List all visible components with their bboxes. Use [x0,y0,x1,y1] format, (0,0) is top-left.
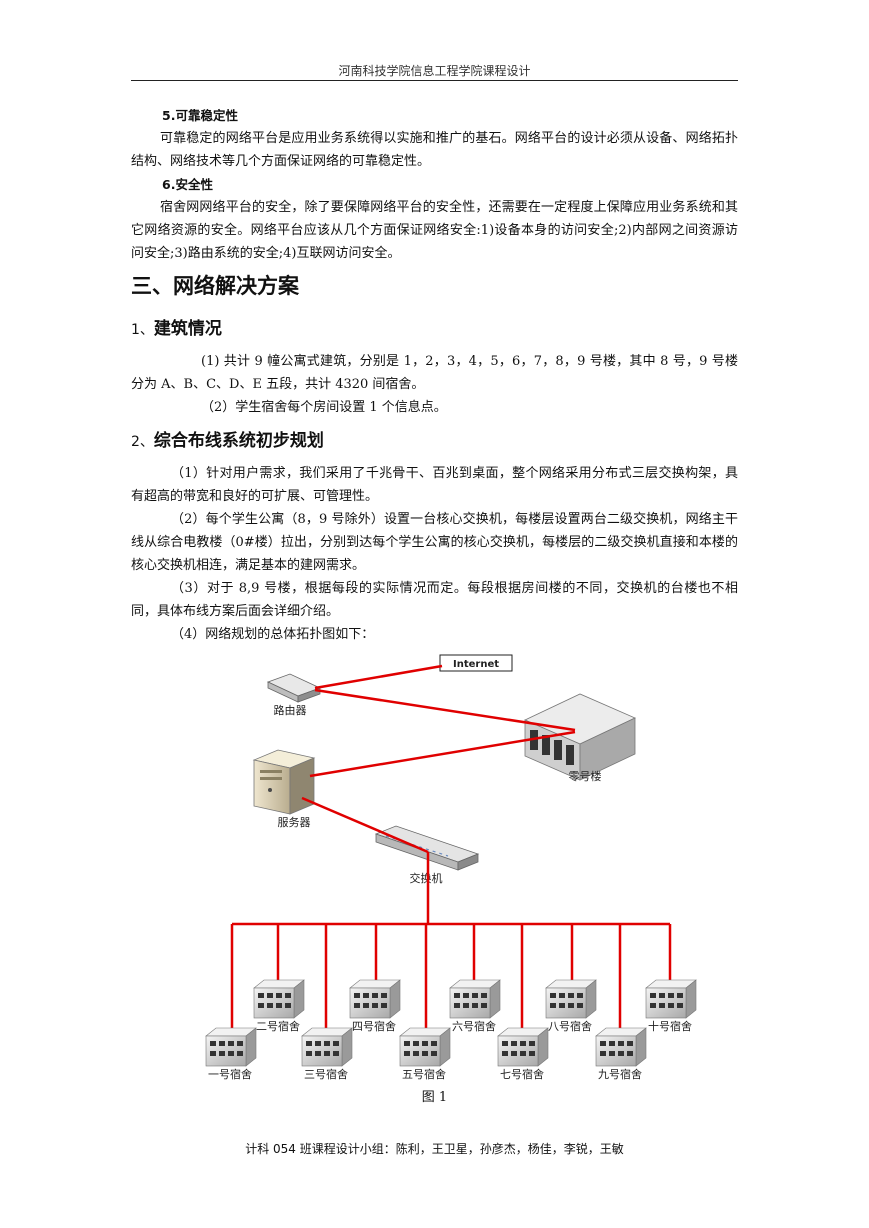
cabling-item-1: （1）针对用户需求，我们采用了千兆骨干、百兆到桌面，整个网络采用分布式三层交换构… [131,466,738,504]
cabling-heading-title: 综合布线系统初步规划 [153,431,324,451]
building-item-1: (1) 共计 9 幢公寓式建筑，分别是 1，2，3，4，5，6，7，8，9 号楼… [131,354,738,392]
dorm-building-icon [301,1027,353,1067]
network-links [230,664,672,1038]
figure-caption: 图 1 [421,1090,448,1105]
dorm-building-icon [253,979,305,1019]
cabling-item-3: （3）对于 8,9 号楼，根据每段的实际情况而定。每段根据房间楼的不同，交换机的… [131,581,738,619]
dorm-building-icon [349,979,401,1019]
server-label: 服务器 [278,816,311,829]
router-icon [266,673,322,703]
dorm-building-icon [545,979,597,1019]
dorm-label: 一号宿舍 [208,1067,252,1081]
dorm-label: 七号宿舍 [500,1067,544,1081]
cabling-heading-num: 2、 [131,434,154,450]
cabling-item-2: （2）每个学生公寓（8，9 号除外）设置一台核心交换机，每楼层设置两台二级交换机… [131,512,738,573]
dorm-building-icon [497,1027,549,1067]
dorm-label: 八号宿舍 [548,1019,592,1033]
dorm-row-front: 一号宿舍 三号宿舍 五号宿舍 七号宿舍 九号宿舍 [205,1027,647,1081]
building-heading-title: 建筑情况 [153,319,222,339]
building-zero-icon [524,693,636,781]
internet-node: Internet [439,654,513,672]
dorm-building-icon [595,1027,647,1067]
building-heading-num: 1、 [131,322,154,338]
building-item-2: （2）学生宿舍每个房间设置 1 个信息点。 [201,400,447,415]
dorm-building-icon [399,1027,451,1067]
security-heading: 6.安全性 [162,177,213,192]
reliability-heading: 5.可靠稳定性 [162,108,238,123]
dorm-label: 九号宿舍 [598,1067,642,1081]
dorm-label: 五号宿舍 [402,1067,446,1081]
chapter-title: 三、网络解决方案 [131,274,299,298]
cabling-item-4: （4）网络规划的总体拓扑图如下： [171,627,375,642]
dorm-row-back: 二号宿舍 四号宿舍 六号宿舍 八号宿舍 十号宿舍 [253,979,697,1033]
dorm-building-icon [205,1027,257,1067]
dorm-building-icon [449,979,501,1019]
server-icon [252,749,316,815]
router-label: 路由器 [274,703,307,717]
network-topology-diagram: Internet 路由器 零号楼 服务器 交换机 [205,654,697,1081]
document-body: 5.可靠稳定性 可靠稳定的网络平台是应用业务系统得以实施和推广的基石。网络平台的… [131,104,738,646]
cabling-heading: 2、综合布线系统初步规划 [131,429,738,454]
switch-icon [374,825,480,871]
security-text: 宿舍网网络平台的安全，除了要保障网络平台的安全性，还需要在一定程度上保障应用业务… [131,200,738,261]
dorm-label: 六号宿舍 [452,1019,496,1033]
switch-label: 交换机 [410,871,443,885]
page-footer: 计科 054 班课程设计小组：陈利，王卫星，孙彦杰，杨佳，李锐，王敏 [245,1142,624,1156]
dorm-label: 十号宿舍 [648,1019,692,1033]
dorm-building-icon [645,979,697,1019]
header-rule [131,80,738,81]
building-zero-label: 零号楼 [569,769,602,783]
dorm-label: 三号宿舍 [304,1067,348,1081]
internet-label: Internet [453,659,499,670]
dorm-label: 二号宿舍 [256,1019,300,1033]
reliability-text: 可靠稳定的网络平台是应用业务系统得以实施和推广的基石。网络平台的设计必须从设备、… [131,131,738,169]
building-heading: 1、建筑情况 [131,317,738,342]
dorm-label: 四号宿舍 [352,1019,396,1033]
page-header: 河南科技学院信息工程学院课程设计 [338,64,531,78]
